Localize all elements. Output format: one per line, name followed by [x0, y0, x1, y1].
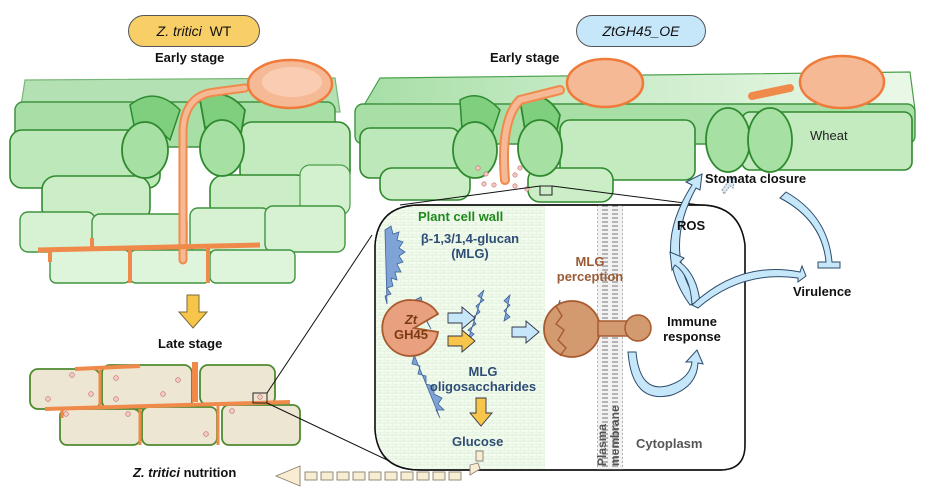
right-early-stage-label: Early stage — [490, 50, 560, 65]
plasma-membrane — [597, 205, 623, 470]
oligosaccharides-label: MLG oligosaccharides — [423, 364, 543, 394]
nutrition-species: Z. tritici — [133, 465, 180, 480]
immune-cycle-arrow — [627, 349, 704, 397]
wt-species-name: Z. tritici — [156, 23, 202, 39]
perception-line2: perception — [556, 269, 624, 284]
process-arrows — [447, 306, 540, 427]
nutrition-label: Z. tritici nutrition — [133, 465, 236, 480]
virulence-label: Virulence — [793, 284, 852, 299]
late-stage-label: Late stage — [158, 336, 223, 351]
wt-strain-name: WT — [209, 23, 232, 39]
right-early-tissue — [354, 54, 916, 203]
wt-strain-badge: Z. tritici WT — [128, 15, 260, 47]
ztgh45-line2: GH45 — [394, 327, 428, 342]
perception-line1: MLG — [575, 254, 605, 269]
plasma-membrane-label: Plasma membrane — [595, 405, 622, 466]
mlg-glucan-label: β-1,3/1,4-glucan (MLG) — [410, 231, 530, 261]
signaling-arrows — [669, 173, 841, 309]
mlg-receptor — [543, 300, 652, 358]
left-early-stage-label: Early stage — [155, 50, 225, 65]
cytoplasm-label: Cytoplasm — [636, 436, 703, 451]
wheat-label: Wheat — [810, 128, 848, 143]
nutrition-text: nutrition — [183, 465, 237, 480]
ztgh45-enzyme — [381, 299, 440, 357]
nutrition-arrow — [274, 450, 484, 487]
stomata-closure-label: Stomata closure — [705, 171, 807, 186]
ros-label: ROS — [677, 218, 706, 233]
cell-wall-label: Plant cell wall — [418, 209, 504, 224]
immune-response-label: Immune response — [652, 314, 732, 344]
mlg-glucan-line1: β-1,3/1,4-glucan — [420, 231, 520, 246]
ztgh45-label: Zt GH45 — [392, 312, 430, 342]
membrane-line2: membrane — [608, 405, 622, 466]
ztgh45-line1: Zt — [404, 312, 418, 327]
immune-line1: Immune — [667, 314, 717, 329]
oligo-line2: oligosaccharides — [429, 379, 537, 394]
oligo-line1: MLG — [468, 364, 498, 379]
mlg-perception-label: MLG perception — [550, 254, 630, 284]
mlg-glucan-line2: (MLG) — [451, 246, 489, 261]
progression-arrow — [177, 294, 209, 329]
left-early-tissue — [9, 58, 351, 284]
glucose-label: Glucose — [452, 434, 504, 449]
immune-line2: response — [663, 329, 721, 344]
late-stage-tissue — [29, 362, 301, 446]
oe-strain-badge: ZtGH45_OE — [576, 15, 706, 47]
